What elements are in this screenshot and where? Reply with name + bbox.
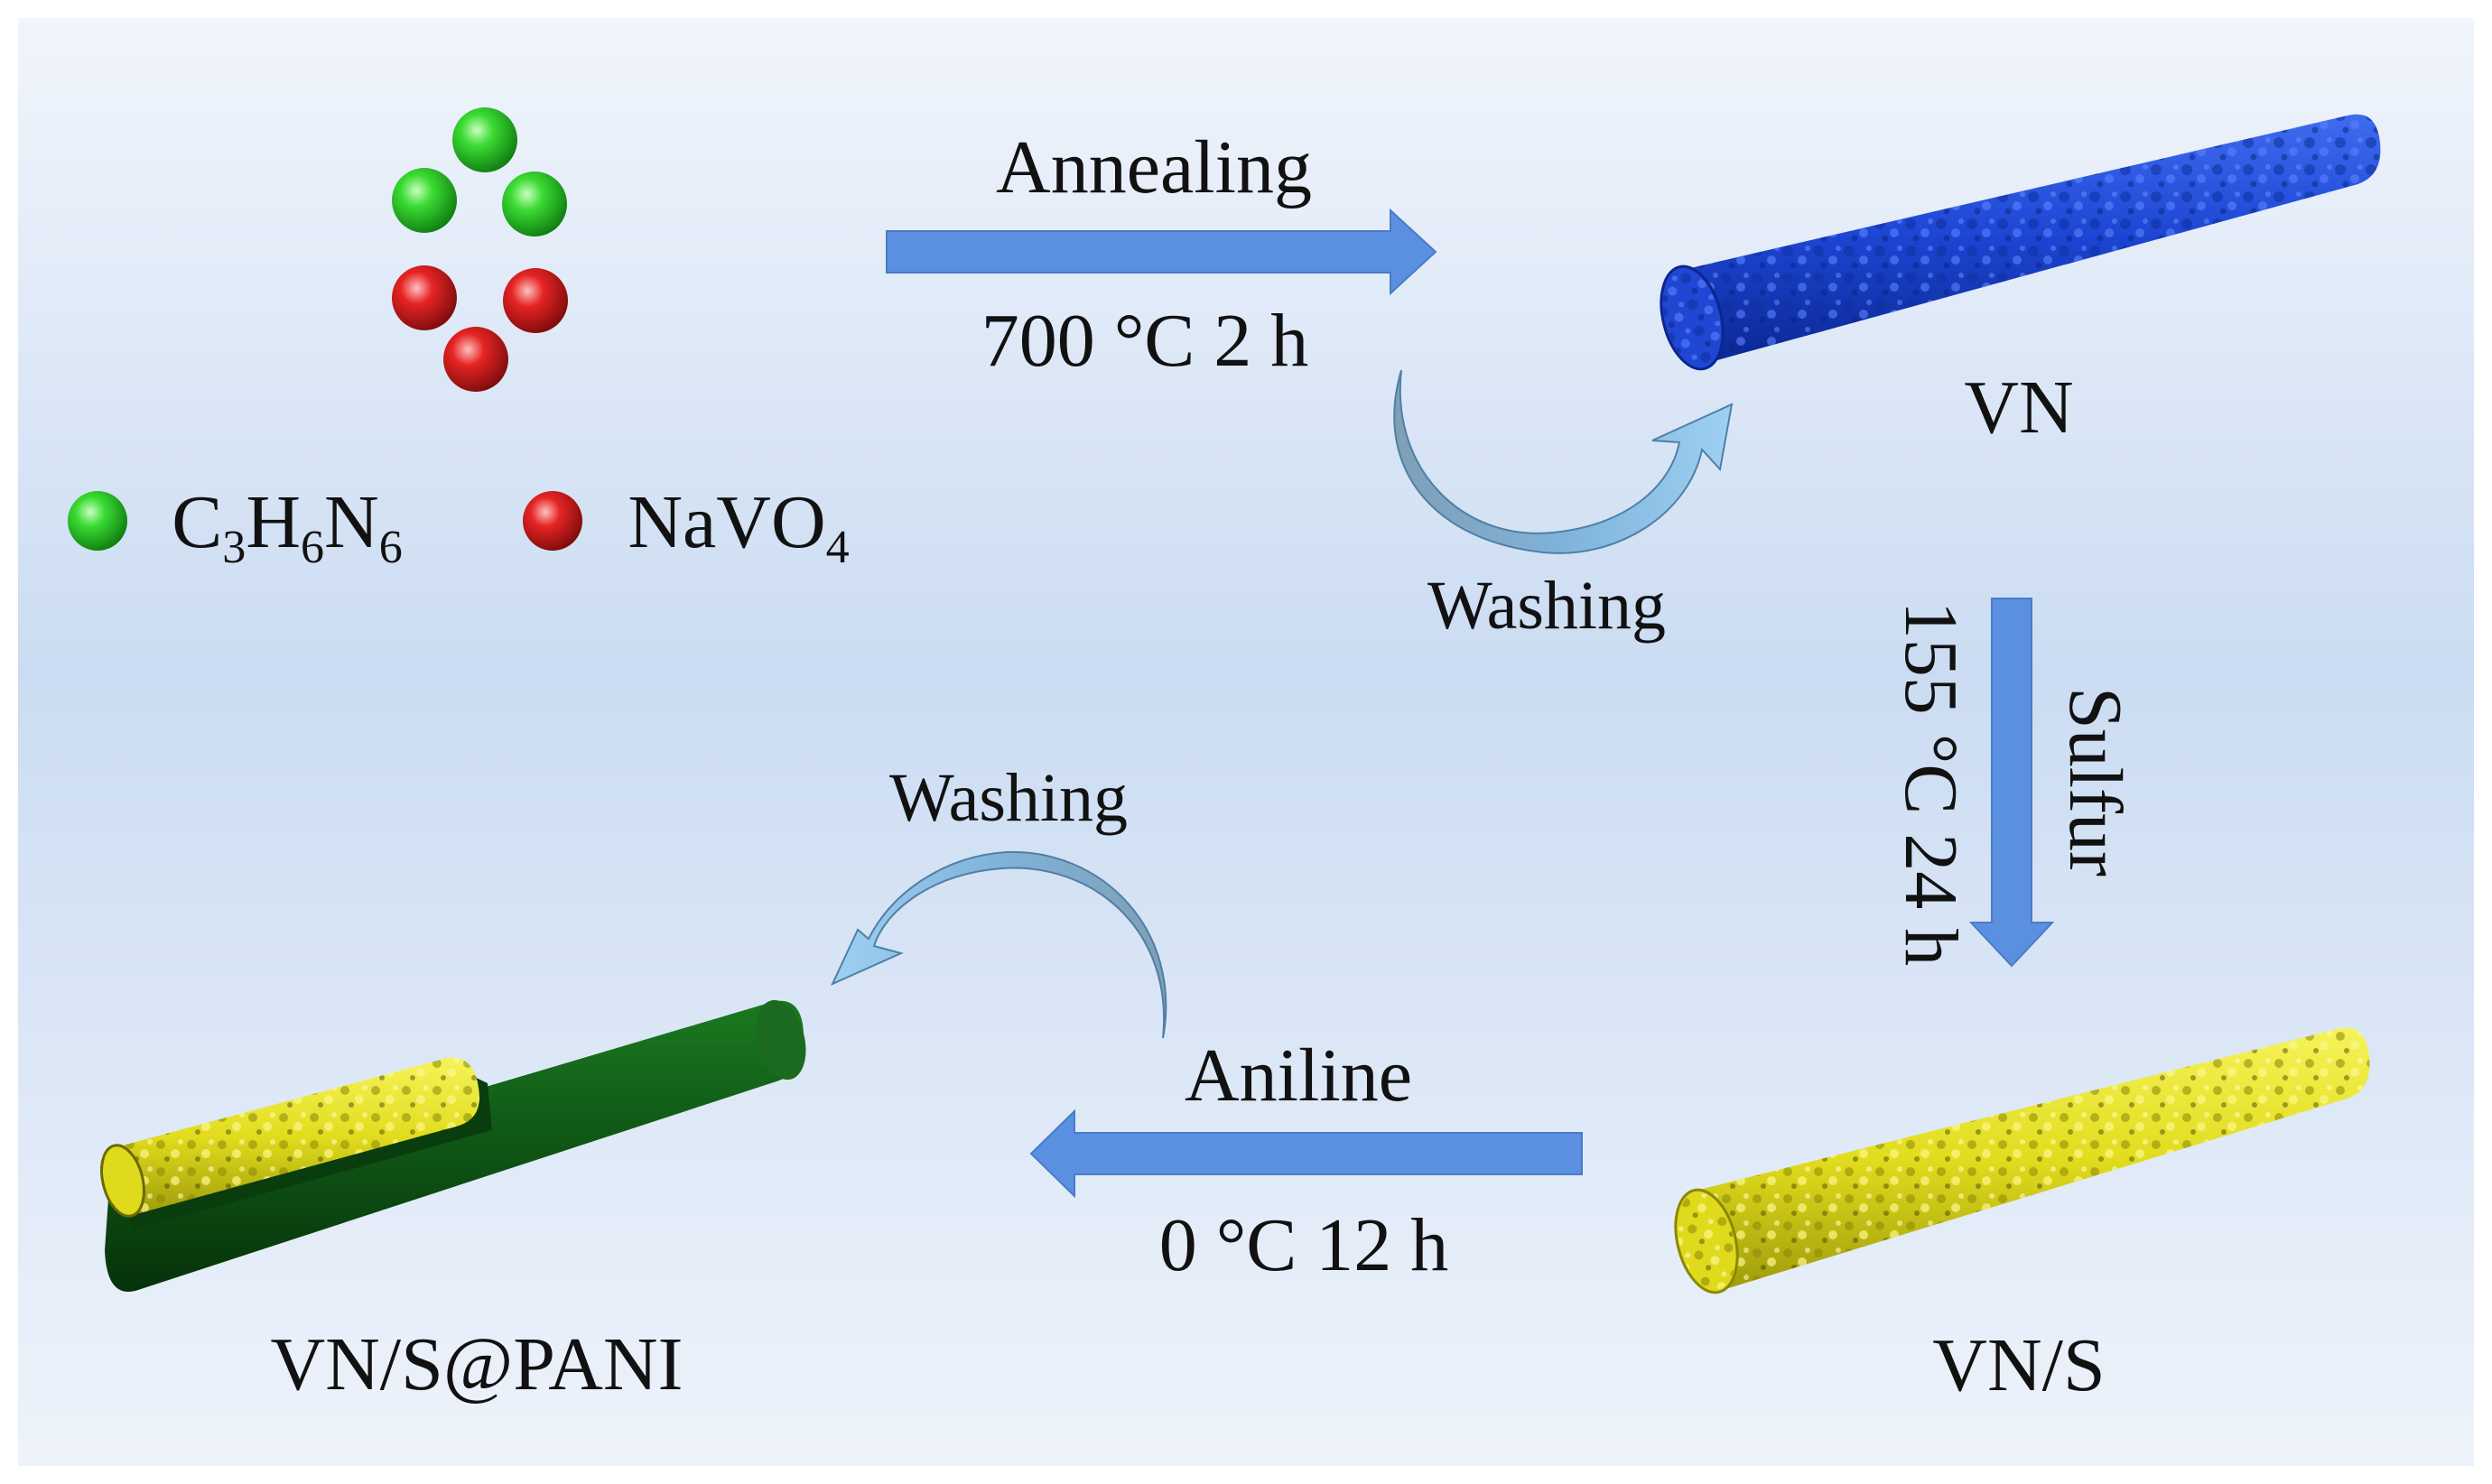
vanadate-legend-sphere [523,491,582,551]
vn-s-label: VN/S [1932,1323,2106,1407]
melamine-sphere [502,172,567,237]
sulfur-arrow [1968,598,2055,968]
vn-label: VN [1964,366,2074,450]
vanadate-sphere [443,327,508,392]
melamine-formula: C3H6N6 [172,480,403,573]
aniline-arrow [1029,1108,1583,1199]
annealing-condition: 700 °C 2 h [981,299,1309,383]
melamine-sphere [392,168,457,233]
vanadate-sphere [503,268,568,333]
washing-label-2: Washing [888,760,1129,836]
vn-rod [1660,114,2381,371]
washing-curved-arrow-1 [1393,369,1734,554]
vanadate-formula: NaVO4 [628,480,850,573]
washing-label-1: Washing [1427,568,1667,644]
aniline-condition: 0 °C 12 h [1158,1203,1449,1287]
annealing-arrow [886,208,1437,296]
washing-curved-arrow-2 [830,850,1167,1039]
melamine-legend-sphere [68,491,127,551]
precursor-cluster [392,107,568,392]
vn-s-rod [1674,1027,2370,1294]
vn-s-pani-rod [100,999,806,1293]
vanadate-sphere [392,265,457,330]
sulfur-condition: 155 °C 24 h [1889,600,1973,967]
aniline-label: Aniline [1185,1034,1412,1118]
vn-s-pani-label: VN/S@PANI [270,1322,683,1406]
melamine-sphere [452,107,517,172]
sulfur-label: Sulfur [2053,687,2137,876]
annealing-label: Annealing [996,125,1312,209]
